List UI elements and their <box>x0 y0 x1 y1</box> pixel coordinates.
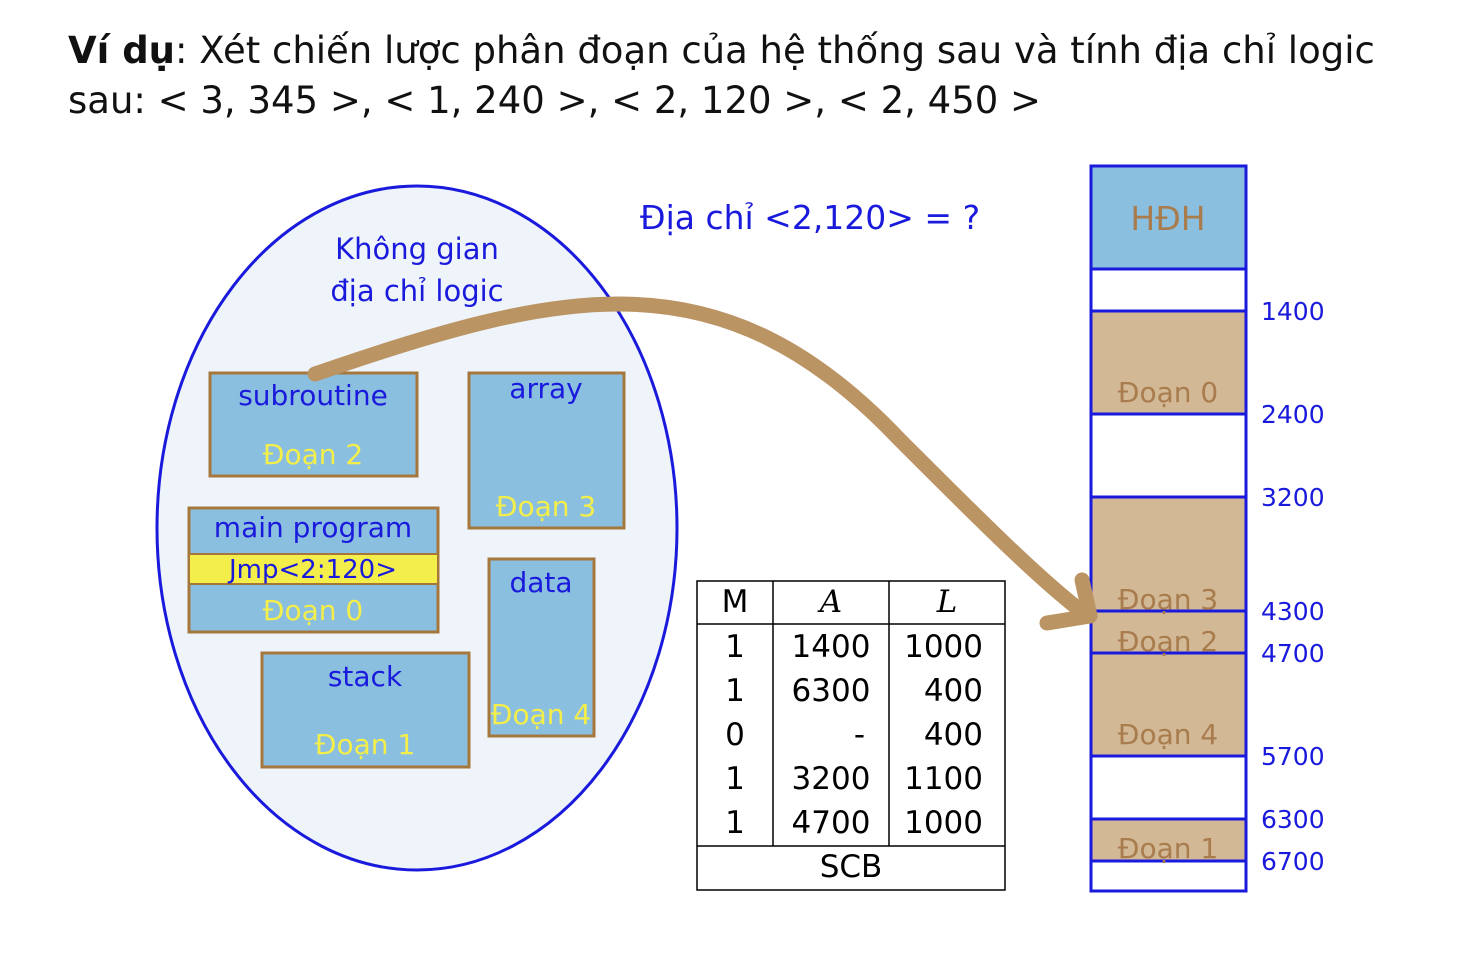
memory-segment-label: Đoạn 2 <box>1118 625 1218 658</box>
segment-label: Đoạn 2 <box>263 438 363 471</box>
segment-name: subroutine <box>238 379 388 412</box>
segment-label: Đoạn 4 <box>491 698 591 731</box>
scb-header-l: L <box>936 584 958 620</box>
address-label: 4300 <box>1261 597 1325 626</box>
scb-cell: 1 <box>725 673 745 709</box>
logical-space-title-1: Không gian <box>335 232 499 266</box>
scb-cell: 1000 <box>904 629 983 665</box>
logical-space-title-2: địa chỉ logic <box>330 274 503 308</box>
scb-cell: 3200 <box>792 761 871 797</box>
memory-hole <box>1089 267 1248 313</box>
example-label: Ví dụ <box>68 29 176 72</box>
scb-cell: 6300 <box>792 673 871 709</box>
scb-cell: 400 <box>924 673 983 709</box>
scb-cell: 400 <box>924 717 983 753</box>
segment-label: Đoạn 1 <box>315 728 415 761</box>
segment-name: stack <box>328 660 403 693</box>
scb-cell: 1100 <box>904 761 983 797</box>
physical-memory: HĐH Đoạn 0 Đoạn 3 Đoạn 2 Đoạn 4 Đoạn 1 1… <box>1089 164 1325 893</box>
segment-array: array Đoạn 3 <box>467 371 626 530</box>
address-label: 3200 <box>1261 483 1325 512</box>
memory-segment-2 <box>1089 609 1248 655</box>
scb-cell: 1 <box>725 761 745 797</box>
scb-cell: - <box>854 717 865 753</box>
memory-segment-3 <box>1089 495 1248 613</box>
segment-name: array <box>509 372 582 405</box>
scb-cell: 1400 <box>792 629 871 665</box>
memory-hole <box>1089 859 1248 893</box>
memory-segment-label: Đoạn 0 <box>1118 376 1218 409</box>
segment-label: Đoạn 0 <box>263 594 363 627</box>
memory-segment-label: Đoạn 3 <box>1118 583 1218 616</box>
scb-table: M A L 1 1400 1000 1 6300 400 0 - 400 1 3… <box>696 580 1006 891</box>
memory-segment-0 <box>1089 309 1248 416</box>
address-label: 6700 <box>1261 847 1325 876</box>
memory-segment-label: Đoạn 4 <box>1118 718 1218 751</box>
address-label: 4700 <box>1261 639 1325 668</box>
segment-data: data Đoạn 4 <box>487 557 596 738</box>
segment-label: Đoạn 3 <box>496 490 596 523</box>
scb-cell: 1000 <box>904 805 983 841</box>
jump-instruction: Jmp<2:120> <box>227 555 397 585</box>
segment-main-program: main program Jmp<2:120> Đoạn 0 <box>187 506 440 634</box>
address-label: 1400 <box>1261 297 1325 326</box>
scb-caption: SCB <box>820 849 883 885</box>
scb-cell: 1 <box>725 805 745 841</box>
segment-name: data <box>509 566 572 599</box>
segment-subroutine: subroutine Đoạn 2 <box>208 371 419 478</box>
memory-hole <box>1089 754 1248 821</box>
segment-stack: stack Đoạn 1 <box>260 651 471 769</box>
address-label: 6300 <box>1261 805 1325 834</box>
question-text: Địa chỉ <2,120> = ? <box>640 198 980 237</box>
memory-hole <box>1089 412 1248 499</box>
scb-header-m: M <box>722 584 749 620</box>
scb-cell: 1 <box>725 629 745 665</box>
memory-segment-1 <box>1089 817 1248 863</box>
problem-text: : Xét chiến lược phân đoạn của hệ thống … <box>68 29 1375 122</box>
scb-cell: 0 <box>725 717 745 753</box>
scb-header-a: A <box>817 584 842 620</box>
memory-segment-4 <box>1089 651 1248 758</box>
scb-cell: 4700 <box>792 805 871 841</box>
os-label: HĐH <box>1130 199 1205 238</box>
segment-name: main program <box>214 511 412 544</box>
address-label: 5700 <box>1261 742 1325 771</box>
instruction-band <box>188 553 439 585</box>
memory-segment-label: Đoạn 1 <box>1118 832 1218 865</box>
problem-statement: Ví dụ: Xét chiến lược phân đoạn của hệ t… <box>68 26 1408 126</box>
address-label: 2400 <box>1261 400 1325 429</box>
mapping-arrow <box>307 296 1098 631</box>
